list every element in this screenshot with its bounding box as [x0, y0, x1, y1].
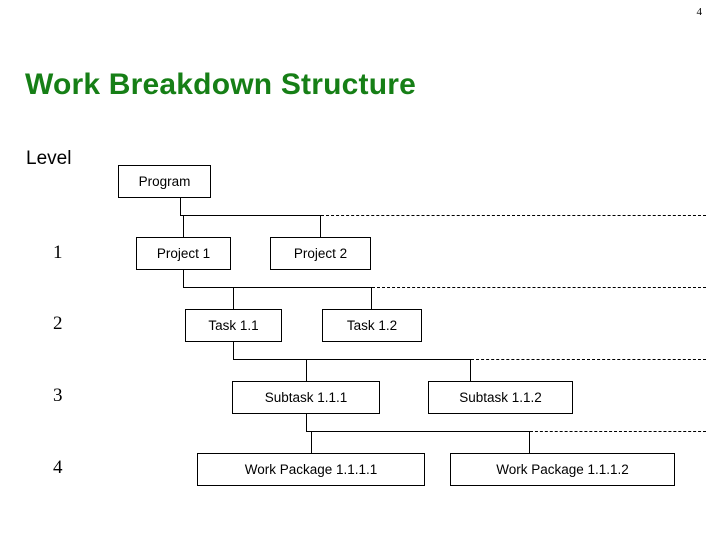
- level-label-2: 2: [53, 313, 63, 334]
- node-project-1[interactable]: Project 1: [136, 237, 231, 270]
- connector-task11-down: [233, 287, 234, 309]
- connector-level3-bus: [233, 359, 471, 360]
- node-project-2[interactable]: Project 2: [270, 237, 371, 270]
- node-task-1-1[interactable]: Task 1.1: [185, 309, 282, 342]
- divider-level1: [321, 215, 706, 216]
- divider-level3: [471, 359, 706, 360]
- connector-subtask111-down-2: [306, 414, 307, 431]
- connector-project1-down: [183, 215, 184, 237]
- connector-level4-bus: [306, 431, 530, 432]
- connector-task12-down: [371, 287, 372, 309]
- connector-program-down: [180, 198, 181, 215]
- level-column-header: Level: [26, 148, 72, 169]
- connector-task11-down-2: [233, 342, 234, 359]
- connector-subtask111-down: [306, 359, 307, 381]
- level-label-4: 4: [53, 457, 63, 478]
- node-program[interactable]: Program: [118, 165, 211, 198]
- node-subtask-1-1-1[interactable]: Subtask 1.1.1: [232, 381, 380, 414]
- level-label-1: 1: [53, 242, 63, 263]
- connector-project1-down-2: [183, 270, 184, 287]
- divider-level4: [530, 431, 706, 432]
- connector-subtask112-down: [470, 359, 471, 381]
- connector-level2-bus: [183, 287, 372, 288]
- connector-wp1-down: [311, 431, 312, 453]
- node-work-package-1-1-1-2[interactable]: Work Package 1.1.1.2: [450, 453, 675, 486]
- node-task-1-2[interactable]: Task 1.2: [322, 309, 422, 342]
- node-work-package-1-1-1-1[interactable]: Work Package 1.1.1.1: [197, 453, 425, 486]
- level-label-3: 3: [53, 385, 63, 406]
- connector-wp2-down: [529, 431, 530, 453]
- page-title: Work Breakdown Structure: [25, 68, 416, 101]
- connector-project2-down: [320, 215, 321, 237]
- divider-level2: [372, 287, 706, 288]
- node-subtask-1-1-2[interactable]: Subtask 1.1.2: [428, 381, 573, 414]
- page-number: 4: [696, 6, 703, 18]
- connector-level1-bus: [180, 215, 321, 216]
